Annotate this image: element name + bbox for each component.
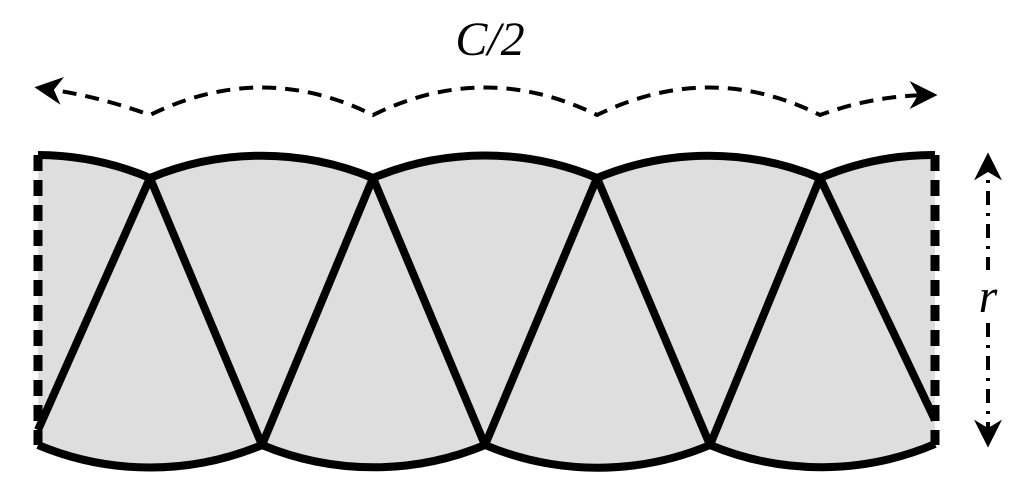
half-circumference-arrow [34,76,938,118]
sector-arcs [34,150,939,472]
sector-radii [34,174,939,449]
sector-strip-fill [38,154,935,468]
top-arcs [37,150,936,182]
half-circumference-label: C/2 [455,13,524,66]
radius-label: r [979,270,998,323]
